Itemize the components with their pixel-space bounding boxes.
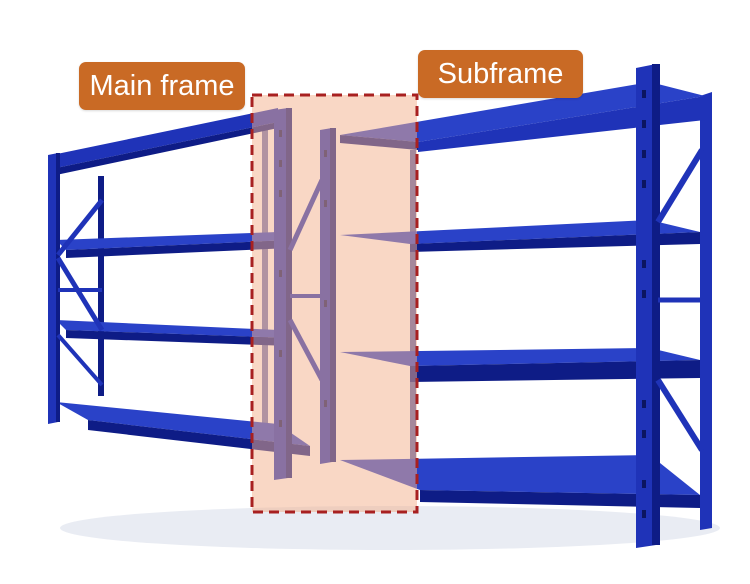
- floor-shadow: [60, 506, 720, 550]
- subframe-label: Subframe: [418, 50, 583, 98]
- main-frame-label: Main frame: [79, 62, 245, 110]
- left-rack: [48, 108, 310, 456]
- frame-highlight-box: [250, 93, 419, 514]
